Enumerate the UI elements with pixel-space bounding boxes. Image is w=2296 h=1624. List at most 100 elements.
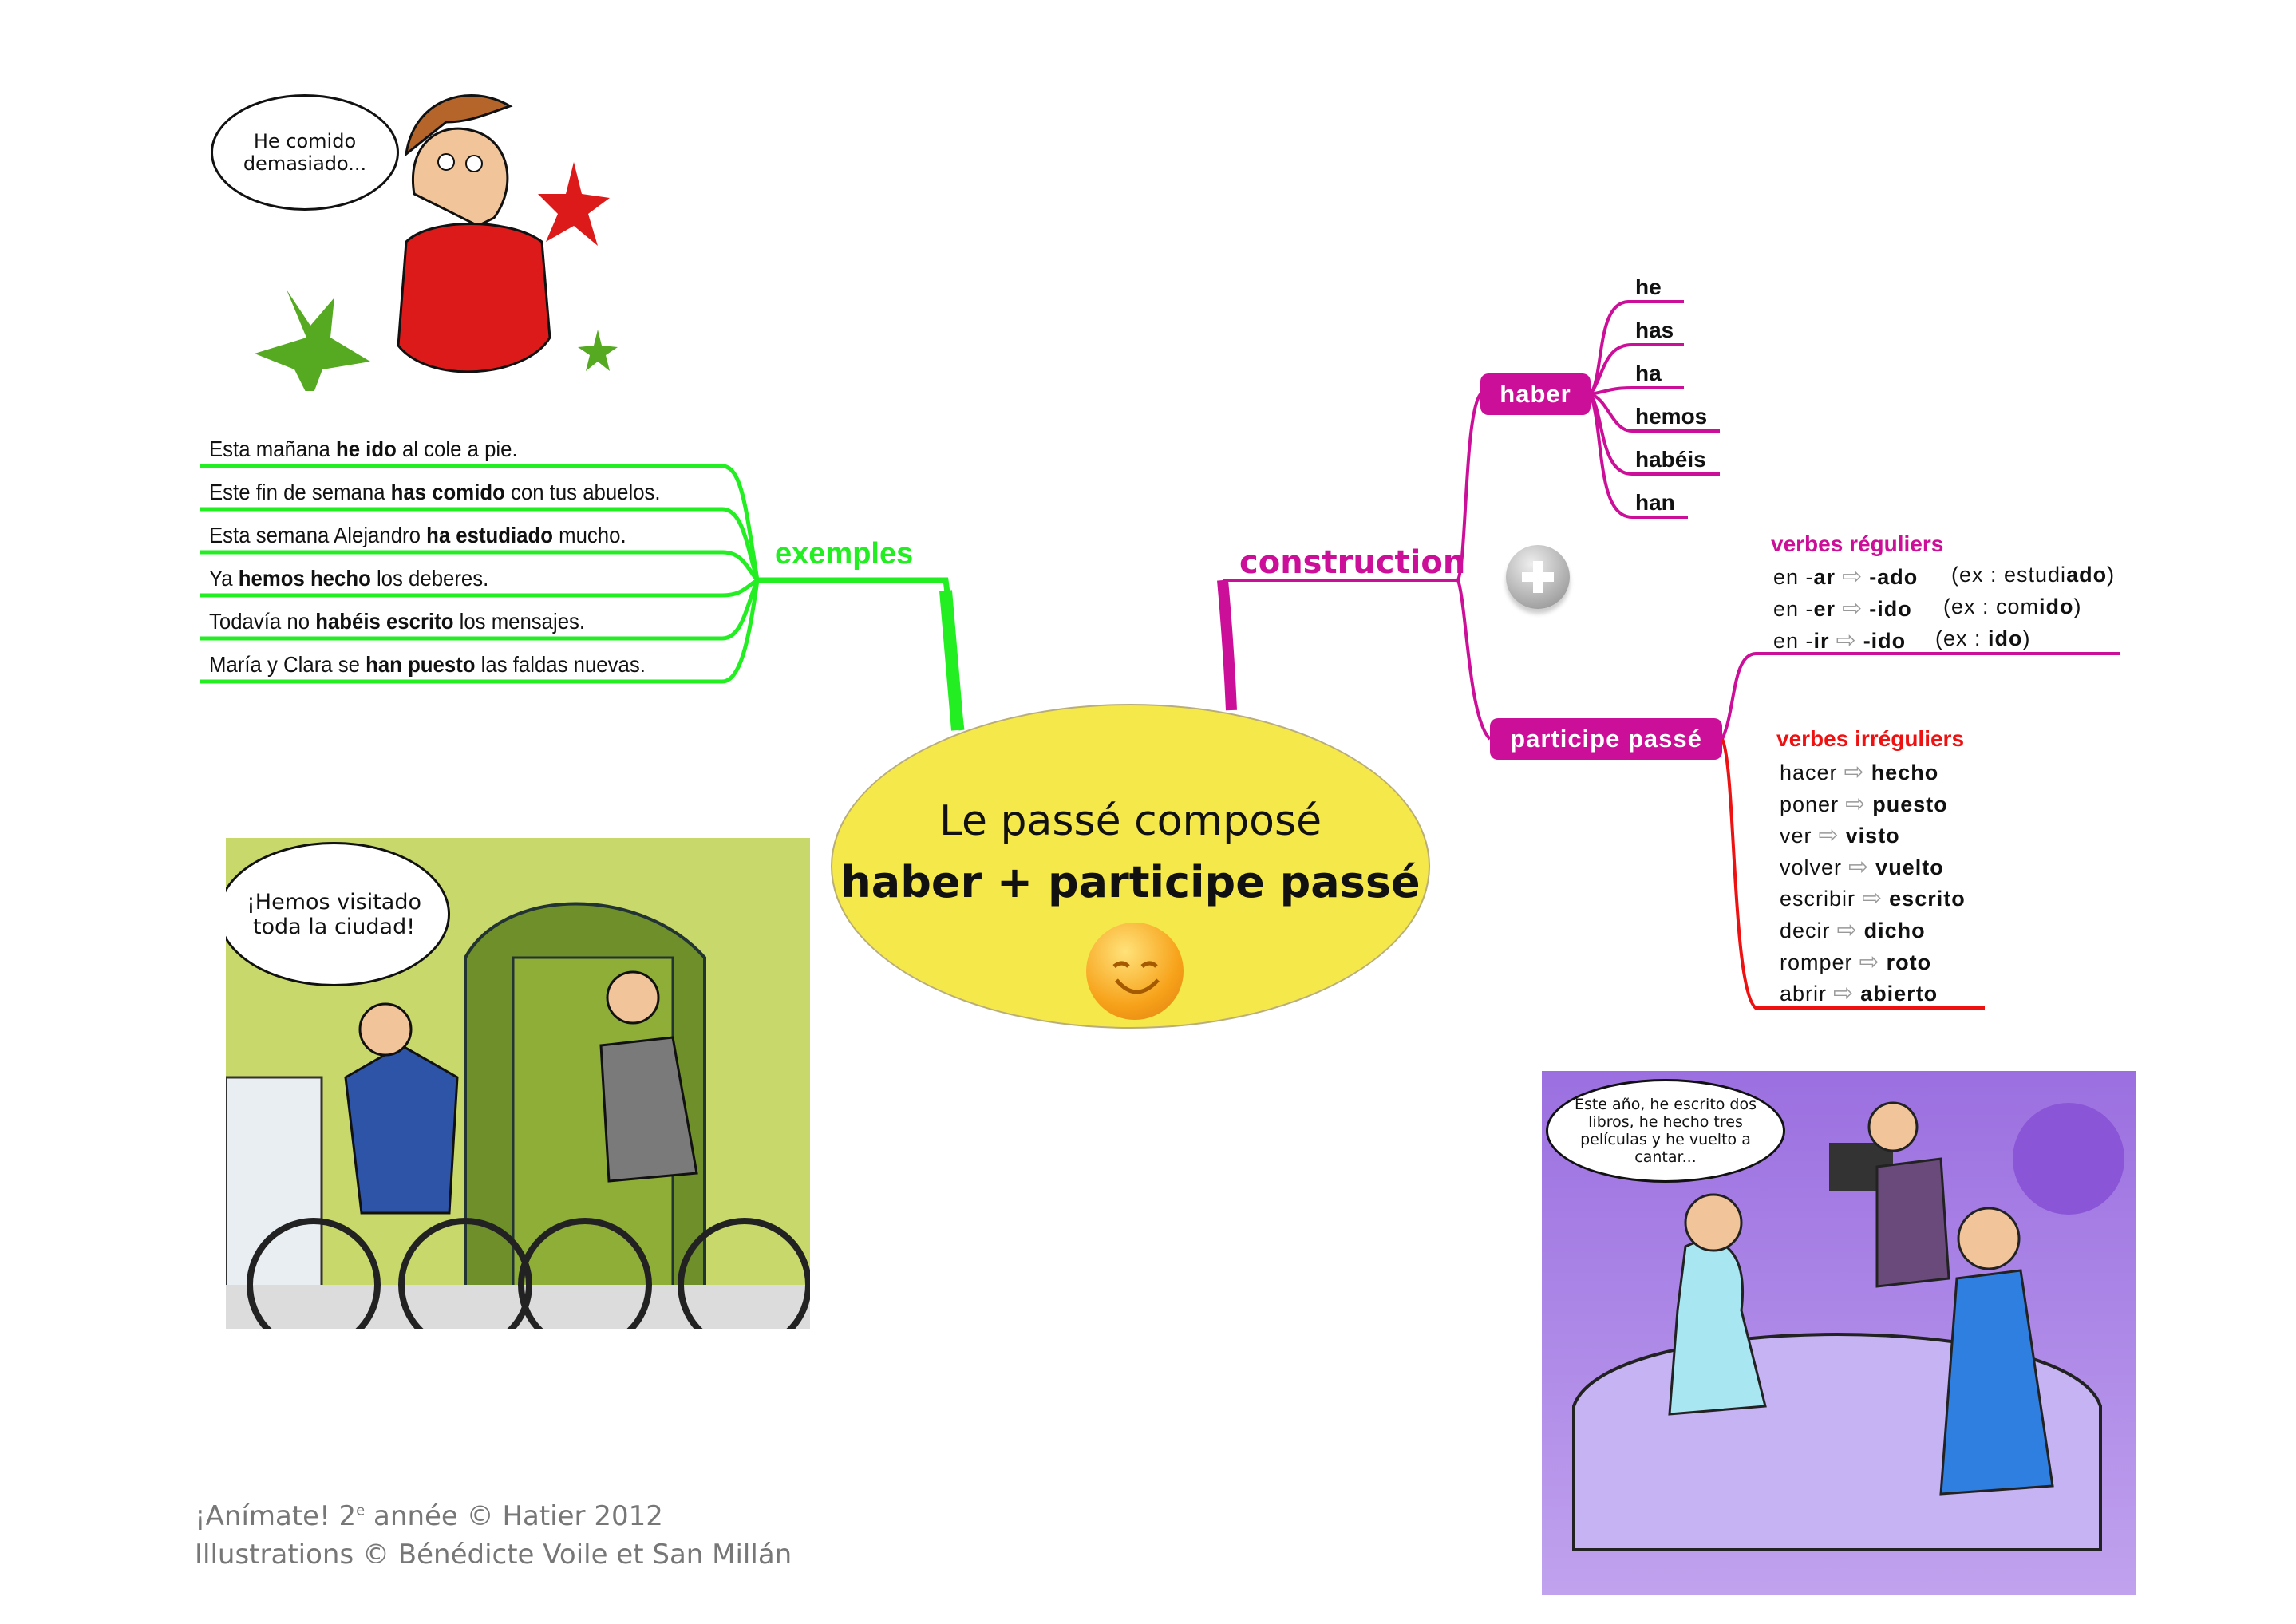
sentence-verb: han puesto — [366, 652, 476, 677]
sentence-text: los mensajes. — [453, 609, 586, 634]
central-topic[interactable]: Le passé composé haber + participe passé — [831, 704, 1430, 1029]
infinitive: escribir — [1780, 887, 1856, 911]
participle: abierto — [1860, 982, 1938, 1006]
plus-circle-icon[interactable] — [1506, 545, 1570, 609]
haber-form: has — [1635, 318, 1674, 342]
example-sentence: Todavía no habéis escrito los mensajes. — [209, 609, 585, 634]
irregular-verb: escribir⇨escrito — [1780, 884, 1966, 912]
arrow-right-icon: ⇨ — [1844, 759, 1865, 785]
haber-form: he — [1635, 275, 1662, 299]
infinitive: volver — [1780, 855, 1843, 879]
participle: puesto — [1872, 792, 1948, 816]
sentence-text: María y Clara se — [209, 652, 366, 677]
irregular-verb: hacer ⇨ hecho — [1780, 758, 1938, 786]
participle: roto — [1886, 950, 1932, 974]
exemples-label: exemples — [775, 537, 914, 571]
rule-example-close: ) — [2107, 563, 2116, 587]
rule-ending: ar — [1813, 565, 1836, 589]
rule-ending: ir — [1813, 629, 1830, 653]
participe-passe-node[interactable]: participe passé — [1490, 718, 1722, 760]
rule-example: (ex : comido) — [1943, 595, 2082, 619]
exemples-branch-lines — [200, 464, 965, 731]
rule-example-ending: ado — [2066, 563, 2108, 587]
haber-form: hemos — [1635, 404, 1708, 429]
sentence-text: mucho. — [552, 523, 626, 547]
arrow-right-icon: ⇨ — [1836, 627, 1857, 654]
infinitive: romper — [1780, 950, 1853, 974]
footer-line1-sup: e — [356, 1502, 366, 1519]
sentence-text: al cole a pie. — [396, 437, 518, 461]
rule-result: -ado — [1869, 565, 1919, 589]
irregular-verb: volver⇨vuelto — [1780, 853, 1944, 881]
sentence-verb: he ido — [335, 437, 397, 461]
regular-verb-rule: en -ir⇨-ido (ex : ido) — [1773, 626, 2030, 654]
haber-form: habéis — [1635, 447, 1706, 472]
sentence-text: Esta semana Alejandro — [209, 523, 427, 547]
example-sentence: Este fin de semana has comido con tus ab… — [209, 480, 661, 505]
footer-line1-post: année © Hatier 2012 — [365, 1500, 663, 1532]
example-sentence: Esta semana Alejandro ha estudiado mucho… — [209, 523, 626, 548]
sentence-text: los deberes. — [370, 566, 489, 591]
boy-illustration: He comido demasiado... — [207, 66, 627, 401]
irregular-verb: decir⇨dicho — [1780, 916, 1926, 944]
tv-interview-illustration: Este año, he escrito dos libros, he hech… — [1542, 1071, 2136, 1595]
irregular-verb: abrir⇨abierto — [1780, 979, 1938, 1007]
rule-result: -ido — [1869, 597, 1912, 621]
rule-example: (ex : ido) — [1935, 626, 2031, 651]
irregular-branch-line — [1721, 738, 1985, 1010]
footer-line1-pre: ¡Anímate! 2 — [195, 1500, 357, 1532]
example-sentence: Ya hemos hecho los deberes. — [209, 566, 488, 591]
boy-speech-bubble: He comido demasiado... — [211, 94, 399, 211]
smiley-icon — [1086, 923, 1184, 1020]
rule-prefix: en - — [1773, 597, 1814, 621]
arrow-right-icon: ⇨ — [1833, 980, 1855, 1007]
participle: escrito — [1889, 887, 1966, 911]
rule-prefix: en - — [1773, 629, 1814, 653]
infinitive: decir — [1780, 919, 1831, 942]
regular-verb-rule: en -ar⇨-ado(ex : estudiado) — [1773, 563, 2114, 591]
tv-interview-drawing — [1572, 1101, 2124, 1551]
footer-illustrations-credit: Illustrations © Bénédicte Voile et San M… — [195, 1539, 792, 1571]
tv-speech-bubble: Este año, he escrito dos libros, he hech… — [1546, 1079, 1785, 1183]
central-formula: haber + participe passé — [840, 857, 1421, 907]
rule-result: -ido — [1863, 629, 1907, 653]
participle: dicho — [1863, 919, 1926, 942]
infinitive: hacer — [1780, 761, 1838, 784]
rule-example-text: (ex : com — [1943, 595, 2040, 618]
participle: visto — [1845, 824, 1900, 848]
example-sentence: Esta mañana he ido al cole a pie. — [209, 437, 518, 462]
regular-verbs-title: verbes réguliers — [1771, 531, 1944, 556]
haber-node[interactable]: haber — [1480, 373, 1591, 415]
haber-form: han — [1635, 490, 1675, 515]
sentence-text: las faldas nuevas. — [475, 652, 646, 677]
haber-form: ha — [1635, 361, 1662, 385]
rule-example-close: ) — [2073, 595, 2082, 618]
infinitive: poner — [1780, 792, 1840, 816]
rule-prefix: en - — [1773, 565, 1814, 589]
arrow-right-icon: ⇨ — [1845, 790, 1867, 817]
construction-label: construction — [1239, 544, 1466, 581]
arrow-right-icon: ⇨ — [1848, 853, 1870, 880]
sentence-verb: habéis escrito — [315, 609, 454, 634]
sentence-text: Esta mañana — [209, 437, 336, 461]
sentence-text: Ya — [209, 566, 239, 591]
cyclists-drawing — [226, 902, 810, 1329]
participle: hecho — [1871, 761, 1939, 784]
sentence-text: Todavía no — [209, 609, 316, 634]
rule-example-text: (ex : estudi — [1951, 563, 2067, 587]
irregular-verb: romper⇨roto — [1780, 948, 1931, 976]
irregular-verb: poner⇨puesto — [1780, 790, 1948, 818]
rule-example-ending: ido — [2039, 595, 2074, 618]
sentence-text: con tus abuelos. — [504, 480, 661, 504]
sentence-verb: has comido — [390, 480, 505, 504]
arrow-right-icon: ⇨ — [1818, 822, 1840, 849]
construction-branch-lines — [1217, 300, 2120, 741]
regular-verb-rule: en -er⇨-ido(ex : comido) — [1773, 595, 2081, 622]
rule-example-close: ) — [2022, 626, 2031, 650]
cyclists-speech-bubble: ¡Hemos visitado toda la ciudad! — [226, 842, 450, 986]
boy-drawing — [255, 94, 618, 401]
infinitive: abrir — [1780, 982, 1828, 1006]
cyclists-illustration: ¡Hemos visitado toda la ciudad! — [226, 838, 810, 1329]
